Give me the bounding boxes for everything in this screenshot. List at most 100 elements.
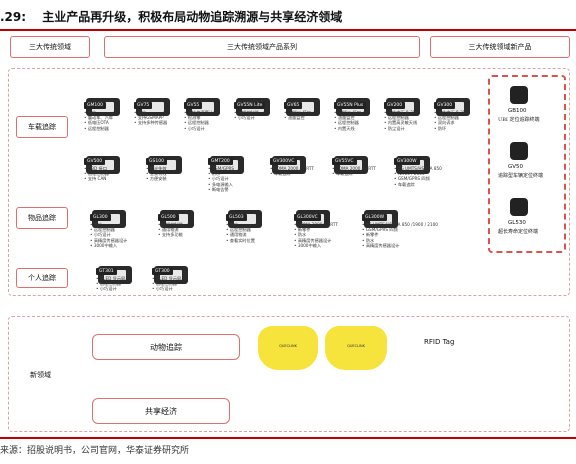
product-feature: 通用物流: [158, 227, 208, 232]
product-feature: 车载追踪: [394, 182, 444, 187]
product-feature: 远程控制器: [226, 227, 276, 232]
product-feature: 高精度传感器设计: [90, 238, 140, 243]
product-feature: 3G UMTS/HSDPA 850: [394, 166, 444, 171]
product-model-tag: GV55: [184, 102, 203, 109]
product-feature: 时光失效: [146, 166, 196, 171]
figure-number: .29:: [0, 10, 27, 24]
product-feature: 油量监控: [334, 115, 384, 120]
new-product-device-image: [510, 86, 528, 104]
rfid-tag-label-right: QUECLINK: [347, 344, 365, 348]
device-screen: [292, 102, 314, 112]
product-model-tag: GV65: [284, 102, 303, 109]
device-screen: [142, 102, 164, 112]
product-feature: 工作电压 8-32V: [434, 110, 484, 115]
product-model-tag: GV300W: [394, 158, 420, 165]
rfid-tag-image-right: QUECLINK: [325, 326, 387, 370]
product-feature: 远程控制器: [84, 171, 134, 176]
product-feature-list: 防水支持GSMAPP支持多种传感器: [134, 110, 184, 126]
new-field-sharing-economy: 共享经济: [92, 398, 230, 424]
product-feature: 3000中输入: [294, 243, 344, 248]
product-feature: 新零件: [294, 227, 344, 232]
product-feature: 检测零: [184, 115, 234, 120]
product-feature-list: 防水震动车、汽车低电压OTA远程控制器: [84, 110, 134, 131]
top-divider: [0, 29, 576, 31]
product-feature: 远程控制器: [334, 120, 384, 125]
product-model-tag: GL300: [90, 214, 111, 221]
product-feature: 远程控制器: [158, 222, 208, 227]
product-feature: 小巧设计: [90, 232, 140, 237]
product-feature: 支持 CAN: [84, 176, 134, 181]
product-feature: 1-Wire 接口: [334, 110, 384, 115]
product-feature: 远程控制器: [434, 115, 484, 120]
product-feature-list: 时光失效全景有线方便安装: [146, 166, 196, 182]
product-feature: 内置天线: [334, 126, 384, 131]
product-feature-list: 远程控制器通用物流支持多功能: [158, 222, 208, 238]
new-field-section: [8, 316, 570, 432]
new-field-animal-tracking: 动物追踪: [92, 334, 240, 360]
product-model-tag: GS100: [146, 158, 167, 165]
product-feature-list: 支持加速度计检测零远程控制器小巧设计: [184, 110, 234, 131]
rfid-tag-image-left: QUECLINK: [258, 326, 318, 370]
product-feature-list: OLED 显示屏远程控制器小巧设计: [152, 276, 202, 292]
product-model-tag: GV300VC: [270, 158, 298, 165]
new-product-name: GB100: [508, 108, 527, 114]
product-feature: 方便安装: [146, 176, 196, 181]
product-feature-list: 工作电压 8-32V远程控制器内置高灵敏天线防尘设计: [384, 110, 434, 131]
product-model-tag: GV200: [384, 102, 406, 109]
product-feature: 远程控制器: [184, 120, 234, 125]
product-feature: 小巧设计: [184, 126, 234, 131]
product-feature: 防水: [84, 110, 134, 115]
device-screen: [104, 270, 126, 280]
product-feature-list: 1-Wire 接口油量监控远程控制器内置天线: [334, 110, 384, 131]
product-feature: 防水: [208, 171, 258, 176]
product-model-tag: GL503: [226, 214, 247, 221]
device-screen: [160, 270, 182, 280]
product-model-tag: GMT200: [208, 158, 233, 165]
product-feature: 支持加速度计: [184, 110, 234, 115]
product-feature: 远程控制器: [90, 227, 140, 232]
product-feature-list: CDMA 2000 1x RTT新零件防水高精度传感器设计3000中输入: [294, 222, 344, 248]
bottom-divider: [0, 437, 576, 439]
product-feature: 双向诉求: [434, 120, 484, 125]
product-model-tag: GM100: [84, 102, 106, 109]
new-product-device-image: [510, 142, 528, 160]
product-feature-list: 防水远程控制器小巧设计高精度传感器设计3000中输入: [90, 222, 140, 248]
product-model-tag: GV300: [434, 102, 456, 109]
product-feature: 低电压OTA: [84, 120, 134, 125]
product-feature: 防水: [294, 232, 344, 237]
product-feature: GSM/GPRS: [208, 166, 258, 171]
product-feature: 通用物流: [226, 232, 276, 237]
product-feature: OBD 接口: [84, 166, 134, 171]
column-header-middle: 三大传统领域产品系列: [104, 36, 420, 58]
product-feature: 3G UMTS/HSDPA 850 /1900 / 2100: [362, 222, 438, 227]
device-screen: [154, 160, 176, 170]
product-feature: 防水: [362, 238, 412, 243]
new-products-panel: [488, 75, 566, 253]
product-feature: 内置高灵敏天线: [384, 120, 434, 125]
product-model-tag: GT300: [152, 268, 173, 275]
source-note: 来源：招股说明书，公司官网，华泰证券研究所: [0, 446, 190, 456]
product-feature-list: 3G UMTS/HSDPA 850 /1900 / 2100GSM/GPRS 四…: [362, 222, 438, 248]
product-feature: 工作电压 8-32V: [384, 110, 434, 115]
rfid-tag-label-left: QUECLINK: [279, 344, 297, 348]
product-feature-list: CDMA 2000 1x RTT车载追踪: [270, 166, 320, 176]
column-header-right: 三大传统领域新产品: [430, 36, 570, 58]
product-feature: 1-Wire 接口: [284, 110, 334, 115]
product-feature: 查看实时位置: [226, 238, 276, 243]
product-feature: 3000中输入: [90, 243, 140, 248]
category-asset: 物品追踪: [16, 207, 68, 229]
product-feature: 防坏: [434, 126, 484, 131]
category-vehicle: 车载追踪: [16, 116, 68, 138]
product-feature: 防水: [226, 222, 276, 227]
product-feature: 车载追踪: [270, 171, 320, 176]
product-feature: 防水: [90, 222, 140, 227]
product-feature: 多电源输入: [208, 182, 258, 187]
new-product-device-image: [510, 198, 528, 216]
product-feature: CDMA 2000 1x RTT: [294, 222, 344, 227]
product-model-tag: GL500: [158, 214, 179, 221]
product-feature: 油量监控: [284, 115, 334, 120]
product-model-tag: GT301: [96, 268, 117, 275]
category-new-field: 新领域: [30, 371, 51, 379]
product-model-tag: GV75: [134, 102, 153, 109]
figure-title: .29: 主业产品再升级，积极布局动物追踪溯源与共享经济领域: [0, 8, 342, 25]
